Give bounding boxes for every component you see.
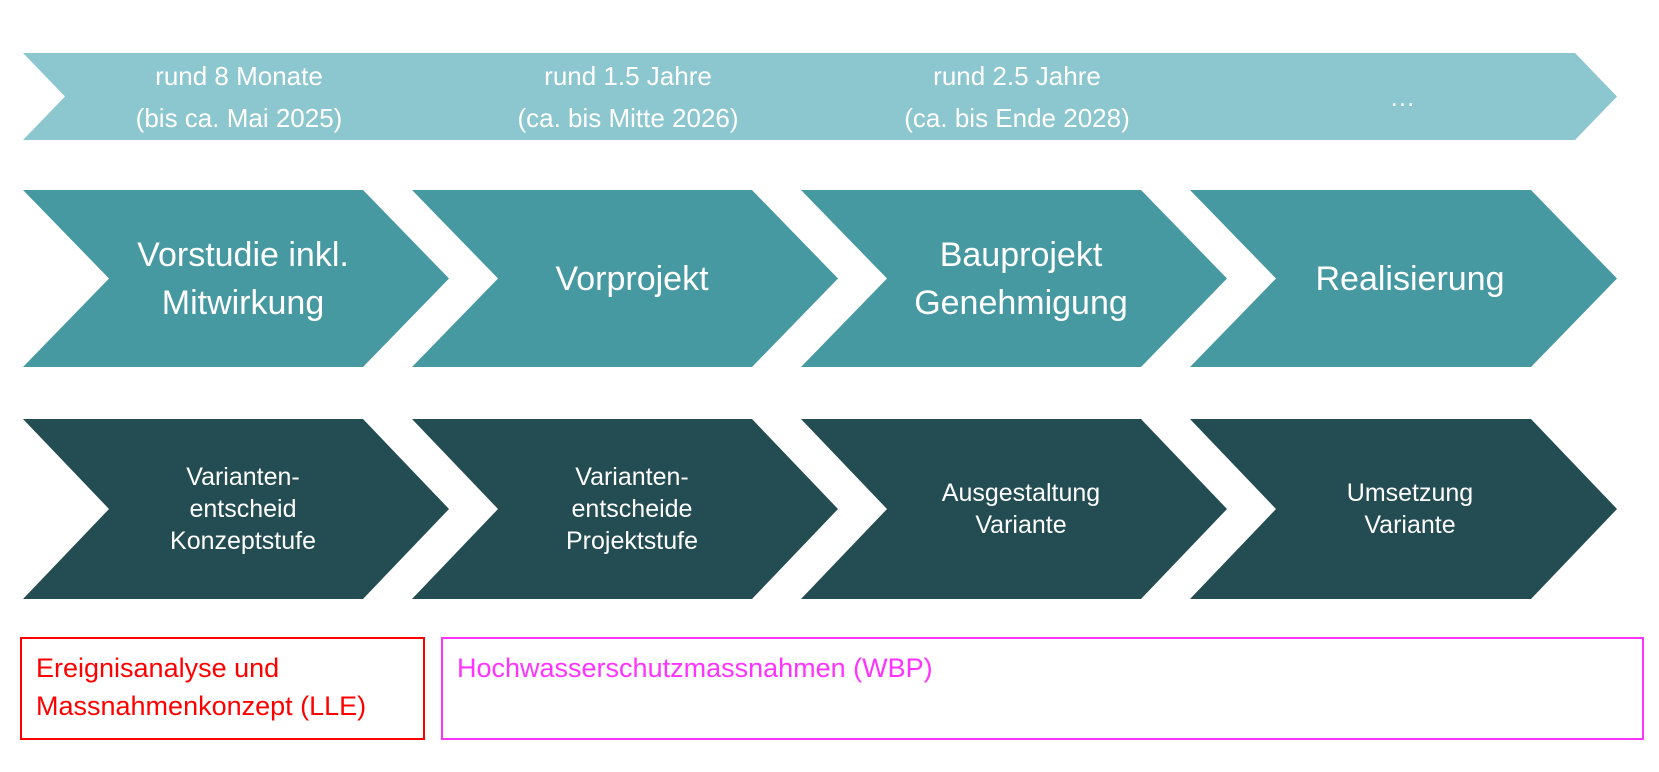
phase-row: Vorstudie inkl. Mitwirkung Vorprojekt Ba… — [0, 190, 1659, 367]
chevron-shape — [801, 419, 1227, 599]
phase-chevron-3: Bauprojekt Genehmigung — [801, 190, 1227, 367]
chevron-shape — [23, 419, 449, 599]
timeline-deadline: (ca. bis Mitte 2026) — [517, 102, 739, 133]
decision-line: Umsetzung — [1346, 479, 1474, 507]
timeline-label: … — [1220, 53, 1585, 140]
decision-line: Varianten- — [186, 463, 300, 491]
timeline-chevron-3: rund 2.5 Jahre (ca. bis Ende 2028) — [801, 53, 1235, 140]
timeline-chevron-1: rund 8 Monate (bis ca. Mai 2025) — [23, 53, 457, 140]
decision-line: Projektstufe — [565, 527, 698, 555]
phase-chevron-2: Vorprojekt — [412, 190, 838, 367]
phase-title: Vorstudie inkl. — [137, 235, 349, 274]
chevron-shape — [1190, 419, 1617, 599]
lle-line: Massnahmenkonzept (LLE) — [36, 691, 367, 721]
decision-chevron-4: Umsetzung Variante — [1190, 419, 1617, 599]
chevron-shape — [801, 190, 1227, 367]
chevron-shape — [23, 53, 457, 140]
lle-line: Ereignisanalyse und — [36, 653, 280, 683]
decision-label: Varianten- entscheide Projektstufe — [462, 419, 802, 599]
timeline-ellipsis: … — [1389, 81, 1416, 112]
timeline-chevron-2: rund 1.5 Jahre (ca. bis Mitte 2026) — [412, 53, 846, 140]
phase-label: Vorstudie inkl. Mitwirkung — [73, 190, 413, 367]
chevron-shape — [1190, 190, 1617, 367]
responsibility-box-lle: Ereignisanalyse und Massnahmenkonzept (L… — [20, 637, 425, 740]
decision-row: Varianten- entscheid Konzeptstufe Varian… — [0, 419, 1659, 599]
chevron-shape — [801, 53, 1235, 140]
chevron-shape — [1190, 53, 1617, 140]
timeline-row: rund 8 Monate (bis ca. Mai 2025) rund 1.… — [0, 53, 1659, 140]
phase-subtitle: Genehmigung — [914, 283, 1128, 322]
phase-title: Realisierung — [1315, 259, 1505, 298]
phase-chevron-4: Realisierung — [1190, 190, 1617, 367]
decision-line: entscheide — [571, 495, 693, 523]
phase-title: Bauprojekt — [939, 235, 1103, 274]
chevron-shape — [412, 190, 838, 367]
phase-label: Bauprojekt Genehmigung — [851, 190, 1191, 367]
decision-line: Variante — [1364, 511, 1456, 539]
decision-line: entscheid — [189, 495, 297, 523]
timeline-label: rund 2.5 Jahre (ca. bis Ende 2028) — [831, 53, 1203, 140]
decision-chevron-3: Ausgestaltung Variante — [801, 419, 1227, 599]
decision-line: Varianten- — [575, 463, 689, 491]
timeline-label: rund 1.5 Jahre (ca. bis Mitte 2026) — [442, 53, 814, 140]
timeline-deadline: (bis ca. Mai 2025) — [135, 102, 343, 133]
decision-line: Konzeptstufe — [170, 527, 316, 555]
decision-line: Ausgestaltung — [941, 479, 1101, 507]
decision-chevron-2: Varianten- entscheide Projektstufe — [412, 419, 838, 599]
decision-label: Umsetzung Variante — [1240, 419, 1580, 599]
phase-subtitle: Mitwirkung — [161, 283, 325, 322]
timeline-label: rund 8 Monate (bis ca. Mai 2025) — [53, 53, 425, 140]
phase-title: Vorprojekt — [555, 259, 709, 298]
timeline-duration: rund 1.5 Jahre — [544, 60, 712, 91]
wbp-line: Hochwasserschutzmassnahmen (WBP) — [457, 653, 933, 683]
decision-chevron-1: Varianten- entscheid Konzeptstufe — [23, 419, 449, 599]
timeline-deadline: (ca. bis Ende 2028) — [904, 102, 1130, 133]
decision-label: Varianten- entscheid Konzeptstufe — [73, 419, 413, 599]
timeline-duration: rund 2.5 Jahre — [933, 60, 1101, 91]
decision-label: Ausgestaltung Variante — [851, 419, 1191, 599]
phase-label: Vorprojekt — [462, 190, 802, 367]
phase-label: Realisierung — [1240, 190, 1580, 367]
timeline-chevron-4: … — [1190, 53, 1617, 140]
chevron-shape — [23, 190, 449, 367]
phase-chevron-1: Vorstudie inkl. Mitwirkung — [23, 190, 449, 367]
timeline-duration: rund 8 Monate — [155, 60, 323, 91]
chevron-shape — [412, 419, 838, 599]
responsibility-box-wbp: Hochwasserschutzmassnahmen (WBP) — [441, 637, 1644, 740]
decision-line: Variante — [975, 511, 1067, 539]
chevron-shape — [412, 53, 846, 140]
